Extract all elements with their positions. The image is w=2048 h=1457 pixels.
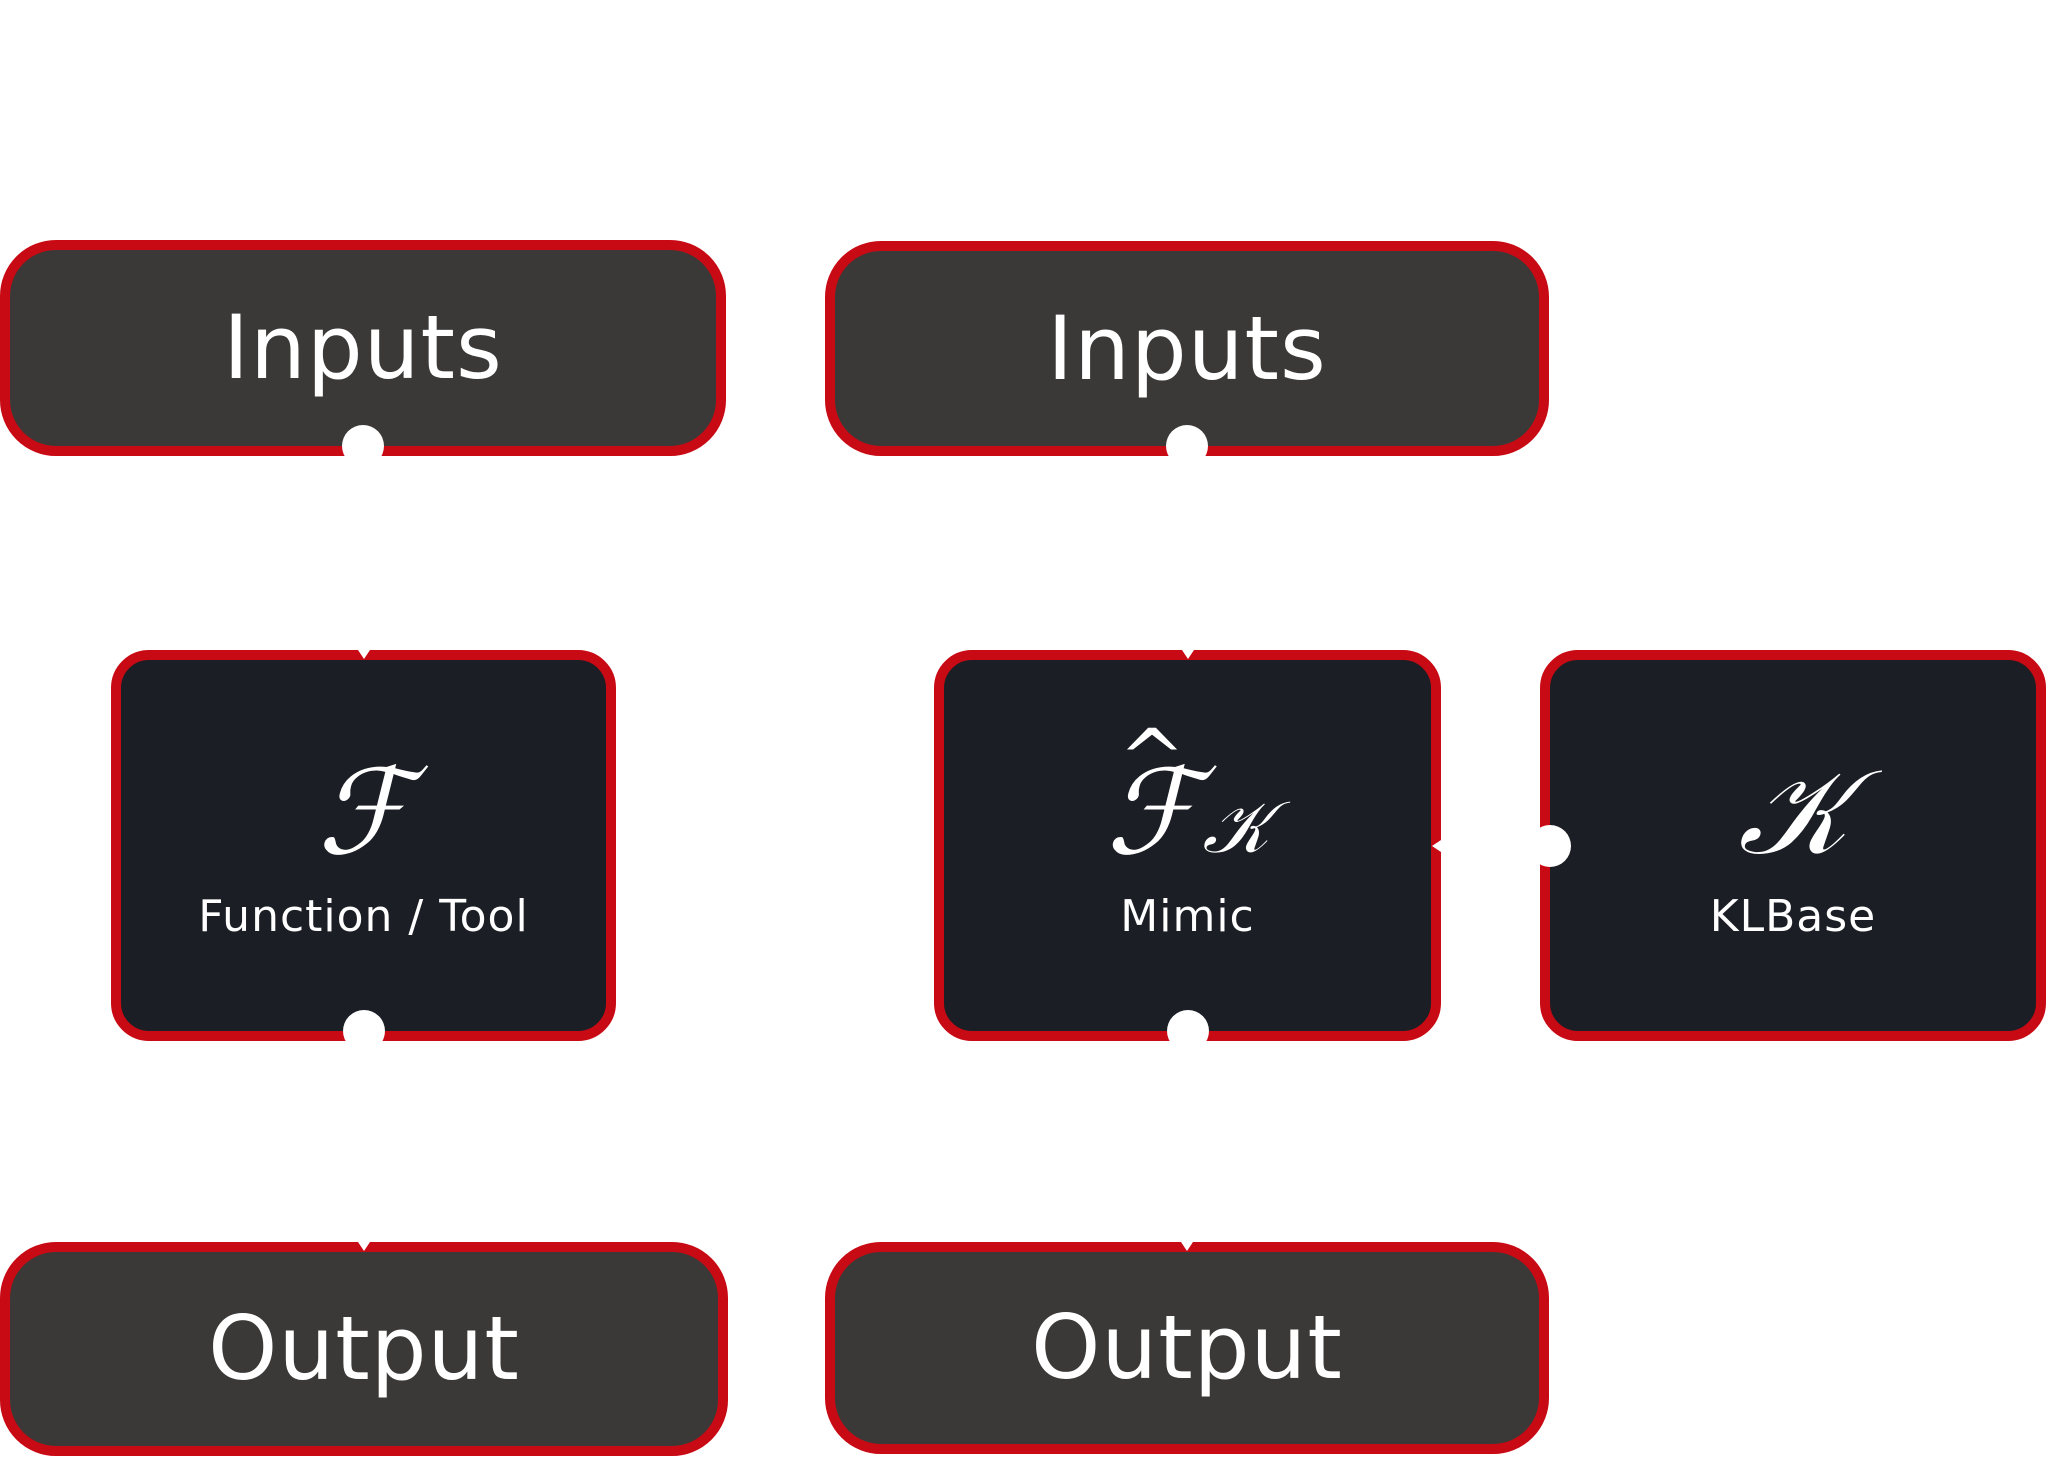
function-tool-node[interactable]: ℱ Function / Tool <box>111 650 616 1052</box>
inputs-label: Inputs <box>223 296 503 399</box>
input-port-notch <box>1181 1242 1193 1251</box>
function-symbol-icon: ℱ <box>1105 742 1199 881</box>
mimic-symbol: ^ ℱ 𝒦 <box>1106 718 1270 871</box>
output-port-handle[interactable] <box>342 1010 385 1052</box>
output-node-left[interactable]: Output <box>0 1242 728 1456</box>
input-port-notch <box>358 1242 370 1251</box>
input-port-notch <box>1181 650 1194 659</box>
output-port-handle[interactable] <box>1166 1010 1209 1052</box>
klbase-node[interactable]: 𝒦 KLBase <box>1529 650 2046 1041</box>
output-port-handle[interactable] <box>1166 425 1208 467</box>
output-port-handle[interactable] <box>342 425 384 467</box>
function-tool-label: Function / Tool <box>198 890 529 942</box>
output-port-handle[interactable] <box>1529 824 1571 867</box>
inputs-label: Inputs <box>1047 296 1327 400</box>
knowledge-subscript-icon: 𝒦 <box>1202 784 1270 869</box>
function-hat-symbol-icon: ^ ℱ <box>1106 718 1199 871</box>
inputs-node-left[interactable]: Inputs <box>0 240 726 467</box>
input-port-notch <box>357 650 370 659</box>
mimic-label: Mimic <box>1120 890 1255 942</box>
knowledge-symbol-icon: 𝒦 <box>1738 742 1848 881</box>
kb-port-notch <box>1432 839 1441 852</box>
output-node-right[interactable]: Output <box>825 1242 1549 1454</box>
output-label: Output <box>208 1297 520 1400</box>
hat-accent-icon: ^ <box>1118 711 1186 805</box>
output-label: Output <box>1031 1296 1343 1399</box>
mimic-node[interactable]: ^ ℱ 𝒦 Mimic <box>934 650 1441 1052</box>
inputs-node-right[interactable]: Inputs <box>825 241 1549 467</box>
function-symbol-icon: ℱ <box>317 742 410 881</box>
klbase-label: KLBase <box>1709 890 1877 942</box>
